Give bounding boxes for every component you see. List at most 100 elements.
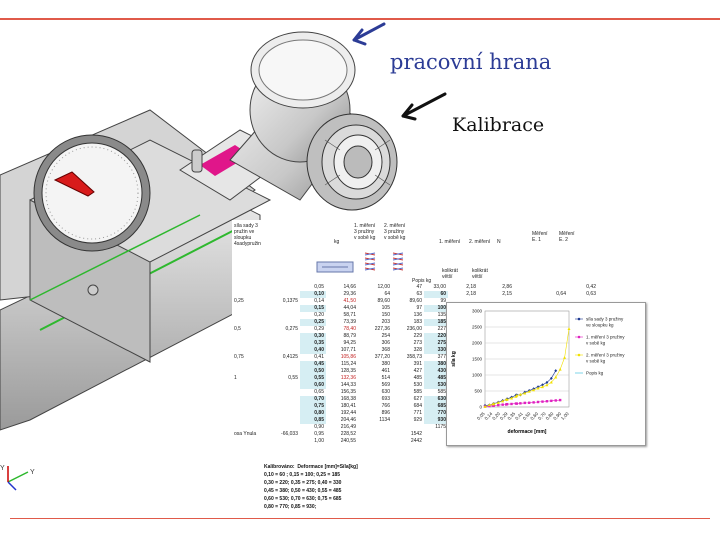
legend-label: v sobě kg <box>586 359 606 364</box>
table-cell: 0,60 <box>300 382 326 389</box>
table-cell <box>232 312 270 319</box>
table-cell: -66,033 <box>281 431 298 437</box>
table-cell: 368 <box>381 347 390 353</box>
data-point <box>532 401 535 404</box>
kalibrovano-line: 0,10 = 60 ; 0,15 = 100; 0,25 = 185 <box>264 472 341 478</box>
table-cell: 136 <box>413 312 422 318</box>
x-tick-label: 0,50 <box>522 411 532 421</box>
table-cell: 0,41 <box>314 354 324 360</box>
table-cell <box>270 424 300 431</box>
table-cell <box>424 438 448 445</box>
table-cell: 0,55 <box>288 375 298 381</box>
y-tick-label: 2000 <box>472 341 483 346</box>
x-tick-label: 0,60 <box>529 411 539 421</box>
header-n: N <box>497 239 501 245</box>
table-cell: 2,15 <box>502 291 512 297</box>
data-point <box>501 403 504 406</box>
header-popis: Popis kg <box>412 278 432 284</box>
svg-text:Y: Y <box>30 469 35 476</box>
spring-stack-icon-2 <box>392 252 404 271</box>
table-cell: 585 <box>437 389 446 395</box>
table-cell: 380 <box>381 361 390 367</box>
table-cell: 150 <box>381 312 390 318</box>
data-point <box>554 399 557 402</box>
data-point <box>519 402 522 405</box>
table-cell: 41,50 <box>343 298 356 304</box>
table-cell: 358,73 <box>406 354 422 360</box>
table-cell <box>270 284 300 291</box>
table-cell: 236,00 <box>406 326 422 332</box>
data-point <box>505 398 509 401</box>
table-cell: 693 <box>381 396 390 402</box>
x-tick-label: 1,00 <box>560 411 570 421</box>
data-point <box>558 367 562 371</box>
data-point <box>563 356 567 359</box>
spring-plate-icon <box>316 261 354 273</box>
table-cell <box>232 424 270 431</box>
table-cell: 461 <box>381 368 390 374</box>
data-point <box>554 369 558 373</box>
slide-bottom-rule <box>10 518 710 519</box>
table-cell: 204,46 <box>340 417 356 423</box>
table-cell <box>232 347 270 354</box>
data-point <box>545 383 549 387</box>
table-cell: 78,40 <box>343 326 356 332</box>
legend-marker <box>577 317 581 321</box>
table-cell: 569 <box>381 382 390 388</box>
data-point <box>510 396 514 400</box>
table-cell: 0,35 <box>300 340 326 347</box>
table-cell: 180,41 <box>340 403 356 409</box>
table-cell <box>270 410 300 417</box>
table-cell: 183 <box>413 319 422 325</box>
kalibrovano-title: Kalibrováno: <box>264 464 295 470</box>
legend-label: 2. měření 3 pružiny <box>586 353 625 358</box>
table-cell: 766 <box>381 403 390 409</box>
table-cell: 427 <box>413 368 422 374</box>
table-cell: 0,275 <box>285 326 298 332</box>
table-cell: 627 <box>413 396 422 402</box>
table-cell <box>232 438 270 445</box>
table-cell: 0,65 <box>314 389 324 395</box>
table-cell: 0,63 <box>586 291 596 297</box>
table-cell: 29,36 <box>343 291 356 297</box>
data-point <box>483 405 487 408</box>
y-tick-label: 500 <box>474 389 482 394</box>
table-cell: 0,70 <box>300 396 326 403</box>
table-cell: 0,25 <box>300 319 326 326</box>
data-point <box>540 385 544 389</box>
table-cell: 220 <box>424 333 448 340</box>
table-cell <box>424 431 448 438</box>
table-cell: 115,24 <box>341 361 356 367</box>
legend-label: ve sloupku kg <box>586 323 614 328</box>
table-cell: 0,85 <box>300 417 326 424</box>
data-point <box>492 402 496 406</box>
x-tick-label: 0,05 <box>476 411 486 421</box>
table-cell: 485 <box>424 375 448 382</box>
table-cell <box>270 368 300 375</box>
table-cell <box>232 305 270 312</box>
table-cell <box>232 368 270 375</box>
y-tick-label: 2500 <box>472 325 483 330</box>
table-cell <box>232 389 270 396</box>
table-cell <box>232 417 270 424</box>
x-tick-label: 0,80 <box>545 411 555 421</box>
table-cell <box>232 333 270 340</box>
data-point <box>536 386 540 390</box>
table-cell: 58,71 <box>343 312 356 318</box>
table-cell: 192,44 <box>340 410 356 416</box>
table-cell: 0,80 <box>300 410 326 417</box>
table-cell: 64 <box>384 291 390 297</box>
table-cell: 0,50 <box>300 368 326 375</box>
data-point <box>558 398 562 402</box>
table-cell: 33,00 <box>433 284 446 290</box>
table-cell: 1175 <box>435 424 446 430</box>
table-cell: 771 <box>413 410 422 416</box>
